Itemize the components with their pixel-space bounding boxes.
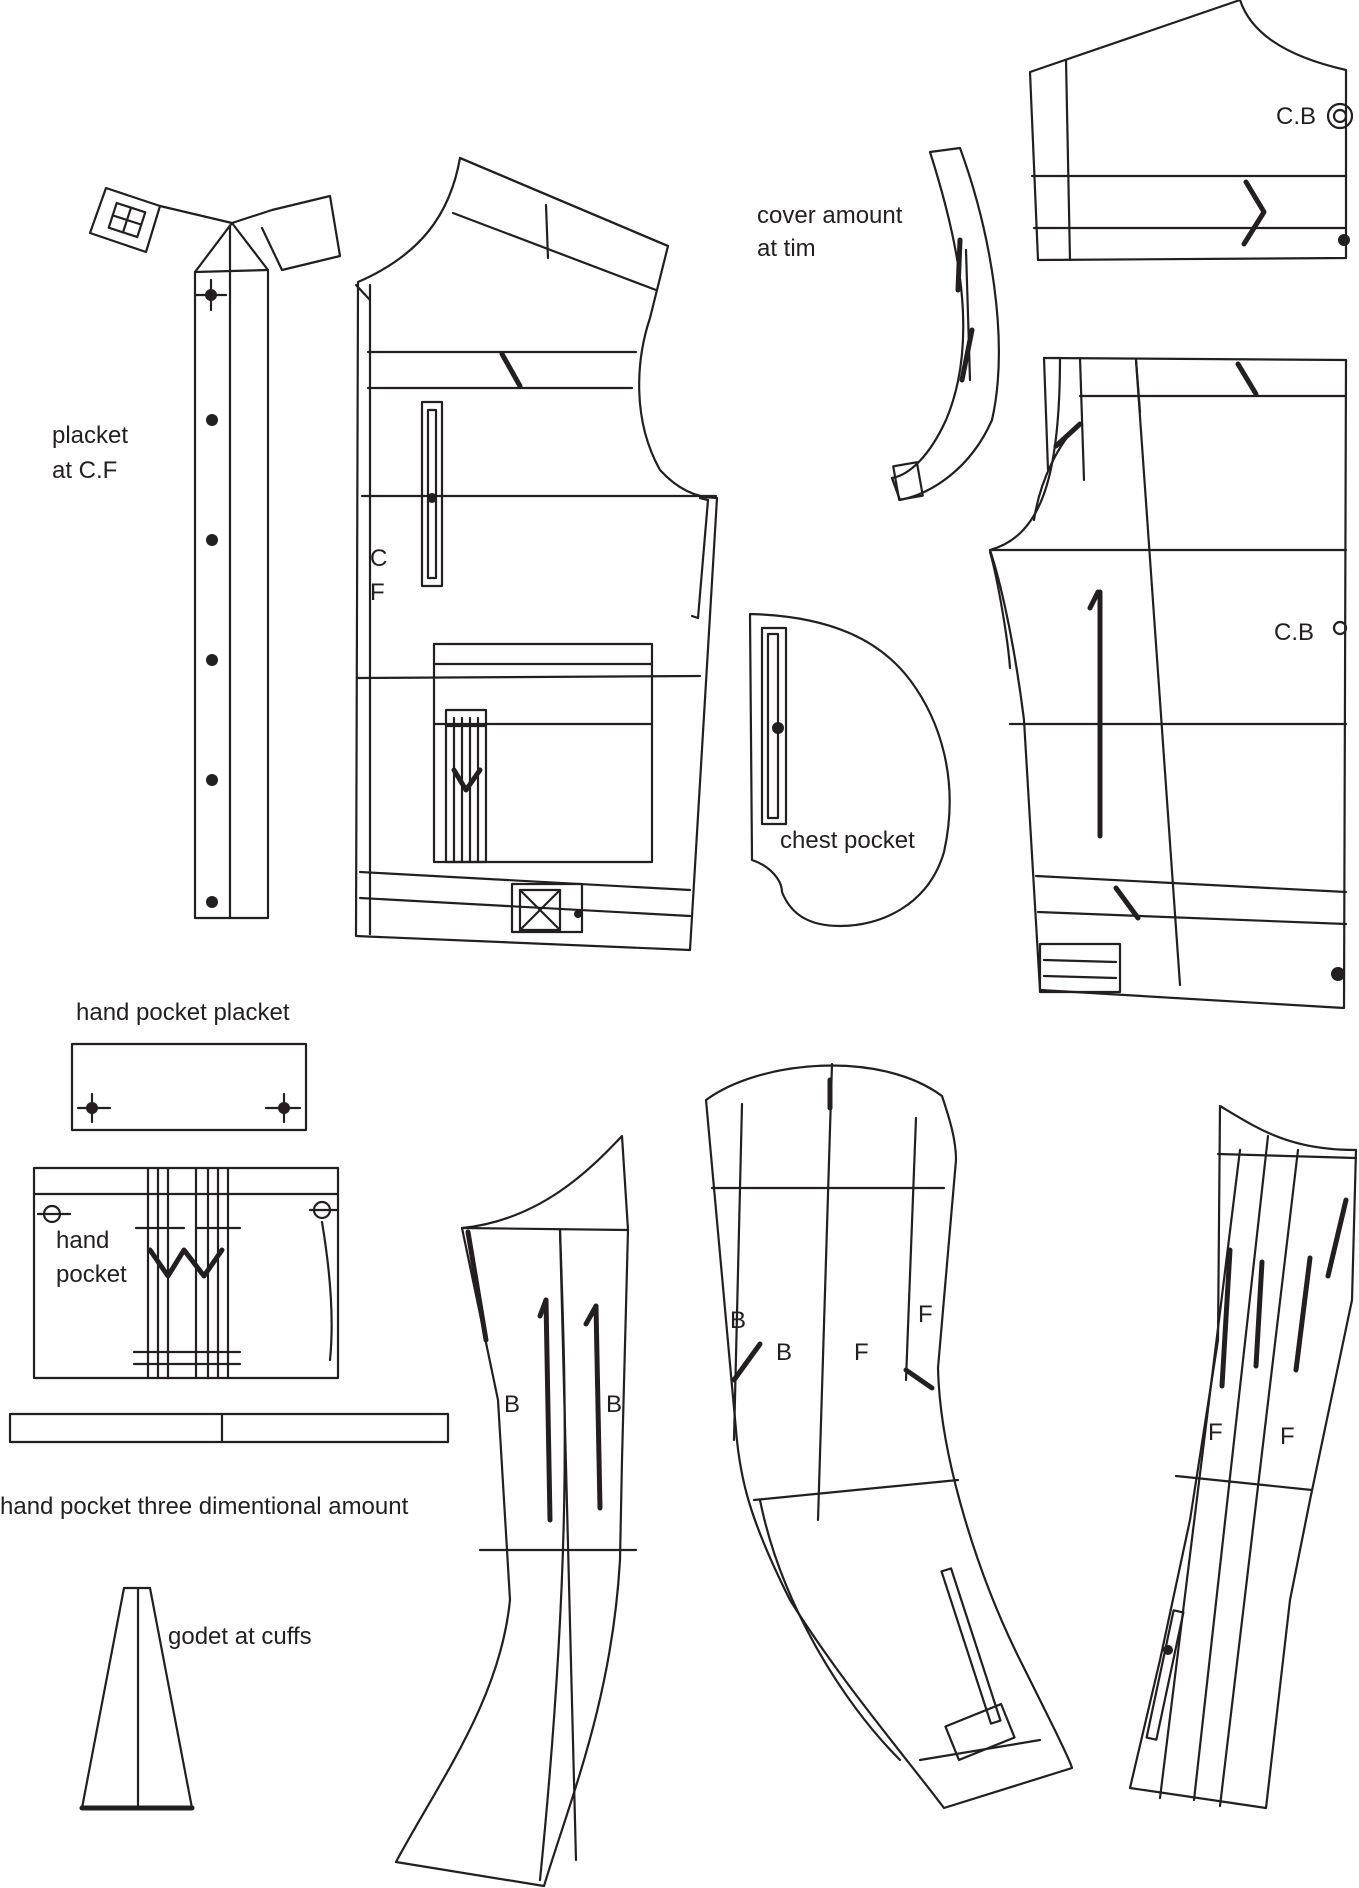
godet-piece: [79, 1586, 195, 1811]
sleeve-back-b-left: B: [504, 1391, 520, 1418]
hand-pocket-placket-piece: [70, 1042, 308, 1132]
chest-pocket-label: chest pocket: [780, 827, 915, 854]
cf-label-f: F: [370, 579, 385, 606]
sleeve-mid-b2: B: [776, 1339, 792, 1366]
sleeve-mid-f1: F: [854, 1339, 869, 1366]
hand-pocket-3d-label: hand pocket three dimentional amount: [0, 1493, 409, 1520]
sleeve-mid-b1: B: [730, 1307, 746, 1334]
hand-pocket-label-line1: hand: [56, 1227, 109, 1254]
back-yoke-piece: [1028, 0, 1354, 262]
front-sleeve-right-piece: [1128, 1104, 1358, 1810]
placket-label-line1: placket: [52, 422, 128, 449]
hand-pocket-3d-strip: [8, 1412, 450, 1444]
placket-label-line2: at C.F: [52, 457, 117, 484]
cover-amount-piece: [890, 146, 1000, 502]
hand-pocket-label-line2: pocket: [56, 1261, 127, 1288]
hand-pocket-placket-label: hand pocket placket: [76, 999, 290, 1026]
cover-amount-label-line2: at tim: [757, 235, 816, 262]
front-bodice-piece: [354, 156, 719, 952]
back-bodice-piece: [988, 356, 1348, 1010]
cb-mid-label: C.B: [1274, 619, 1314, 646]
sleeve-front-f2: F: [1280, 1423, 1295, 1450]
sleeve-front-f1: F: [1208, 1419, 1223, 1446]
cf-label-c: C: [370, 545, 387, 572]
cover-amount-label-line1: cover amount: [757, 202, 903, 229]
placket-piece: [88, 186, 342, 920]
sleeve-back-b-right: B: [606, 1391, 622, 1418]
cb-top-label: C.B: [1276, 103, 1316, 130]
hand-pocket-piece: [32, 1166, 340, 1380]
under-sleeve-back-piece: [394, 1134, 638, 1888]
chest-pocket-piece: [748, 612, 951, 928]
top-sleeve-center-piece: [704, 1062, 1074, 1810]
sleeve-mid-f2: F: [918, 1301, 933, 1328]
godet-label: godet at cuffs: [168, 1623, 312, 1650]
